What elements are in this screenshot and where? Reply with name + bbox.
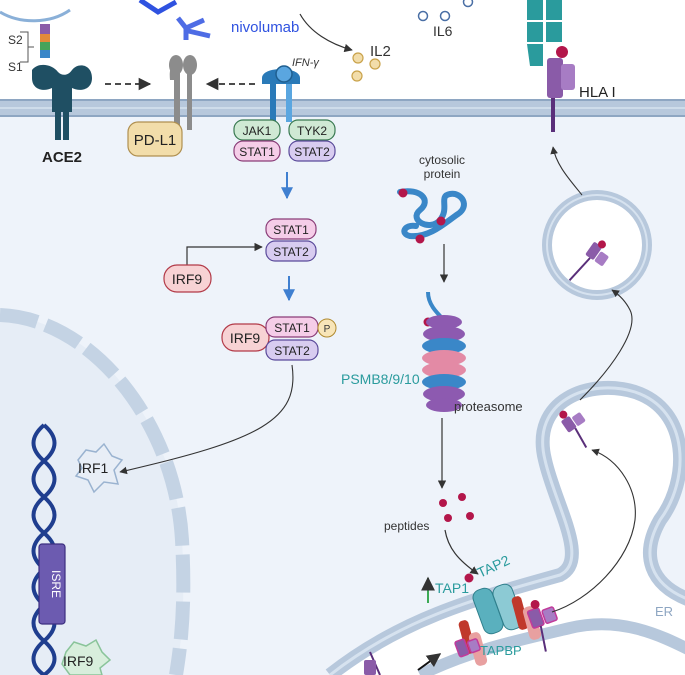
- stat1-dimer-label: STAT1: [273, 223, 309, 237]
- tap1-label: TAP1: [435, 580, 469, 596]
- pdl1-label: PD-L1: [134, 132, 177, 149]
- stat2-complex-label: STAT2: [274, 344, 310, 358]
- il2-label: IL2: [370, 43, 391, 60]
- stat1-box-membrane: STAT1: [233, 140, 281, 162]
- er-label: ER: [655, 604, 673, 619]
- phospho-label: P: [324, 324, 331, 335]
- hla-class-i-icon: [527, 0, 575, 132]
- arrow-to-irf1: [119, 364, 294, 475]
- arrow-to-il2: [299, 13, 353, 53]
- arrow-er-to-golgi: [551, 448, 636, 613]
- il6-cytokine-icon: [417, 0, 474, 22]
- tyk2-label: TYK2: [297, 124, 327, 138]
- cytokine-icon: [351, 52, 381, 82]
- tapbp-label: TAPBP: [480, 643, 522, 658]
- ifng-label: IFN-γ: [292, 57, 320, 69]
- isre-label: ISRE: [49, 570, 63, 598]
- s2-label: S2: [8, 33, 23, 47]
- proteasome-label: proteasome: [454, 399, 523, 414]
- arrow-to-tap: [444, 529, 479, 575]
- cytosolic-label-line2: protein: [424, 167, 461, 181]
- stat1-complex-label: STAT1: [274, 321, 310, 335]
- arrow-to-vesicle: [579, 289, 633, 401]
- stat2-dimer-label: STAT2: [273, 245, 309, 259]
- irf9-gene-label: IRF9: [63, 653, 94, 669]
- s1-label: S1: [8, 60, 23, 74]
- cytosolic-label-line1: cytosolic: [419, 153, 465, 167]
- hla-in-er-budding: [559, 410, 588, 448]
- stat2-box-membrane: STAT2: [288, 140, 336, 162]
- vesicle-icon: [542, 190, 652, 300]
- nivolumab-antibody-icon: [138, 0, 211, 40]
- ifn-gamma-receptor-icon: IFN-γ: [262, 57, 320, 122]
- stat2-label: STAT2: [294, 145, 330, 159]
- irf9-label: IRF9: [172, 271, 203, 287]
- ace2-receptor-icon: ACE2: [32, 64, 92, 166]
- jak1-label: JAK1: [243, 124, 272, 138]
- plasma-membrane: [0, 99, 685, 117]
- arrow-to-membrane: [550, 146, 583, 196]
- irf9-complex-label: IRF9: [230, 330, 261, 346]
- psmb-label: PSMB8/9/10: [341, 371, 420, 387]
- hla-er-loaded-icon: [364, 599, 558, 675]
- tyk2-box: TYK2: [288, 119, 336, 141]
- jak1-box: JAK1: [233, 119, 281, 141]
- cytosolic-protein-icon: [397, 188, 467, 244]
- stat1-stat2-dimer: STAT1 STAT2: [265, 218, 317, 262]
- spike-protein-icon: S2 S1: [0, 8, 71, 74]
- pd-l1-icon: PD-L1: [127, 55, 197, 157]
- isre-box: ISRE: [38, 543, 66, 625]
- irf1-label: IRF1: [78, 460, 109, 476]
- peptides-icon: [439, 493, 474, 522]
- irf9-box: IRF9: [163, 264, 212, 293]
- proteasome-icon: [422, 291, 466, 412]
- isgf3-complex: IRF9 STAT1 STAT2 P: [221, 316, 337, 361]
- nivolumab-label: nivolumab: [231, 19, 299, 36]
- il6-label: IL6: [433, 23, 453, 39]
- arrow-irf9-join: [186, 242, 263, 266]
- hla-label: HLA I: [579, 84, 616, 101]
- irf9-gene-icon: IRF9: [61, 638, 112, 675]
- ace2-label: ACE2: [42, 149, 82, 166]
- stat1-label: STAT1: [239, 145, 275, 159]
- irf1-protein-icon: IRF1: [74, 442, 124, 494]
- peptides-label: peptides: [384, 519, 429, 533]
